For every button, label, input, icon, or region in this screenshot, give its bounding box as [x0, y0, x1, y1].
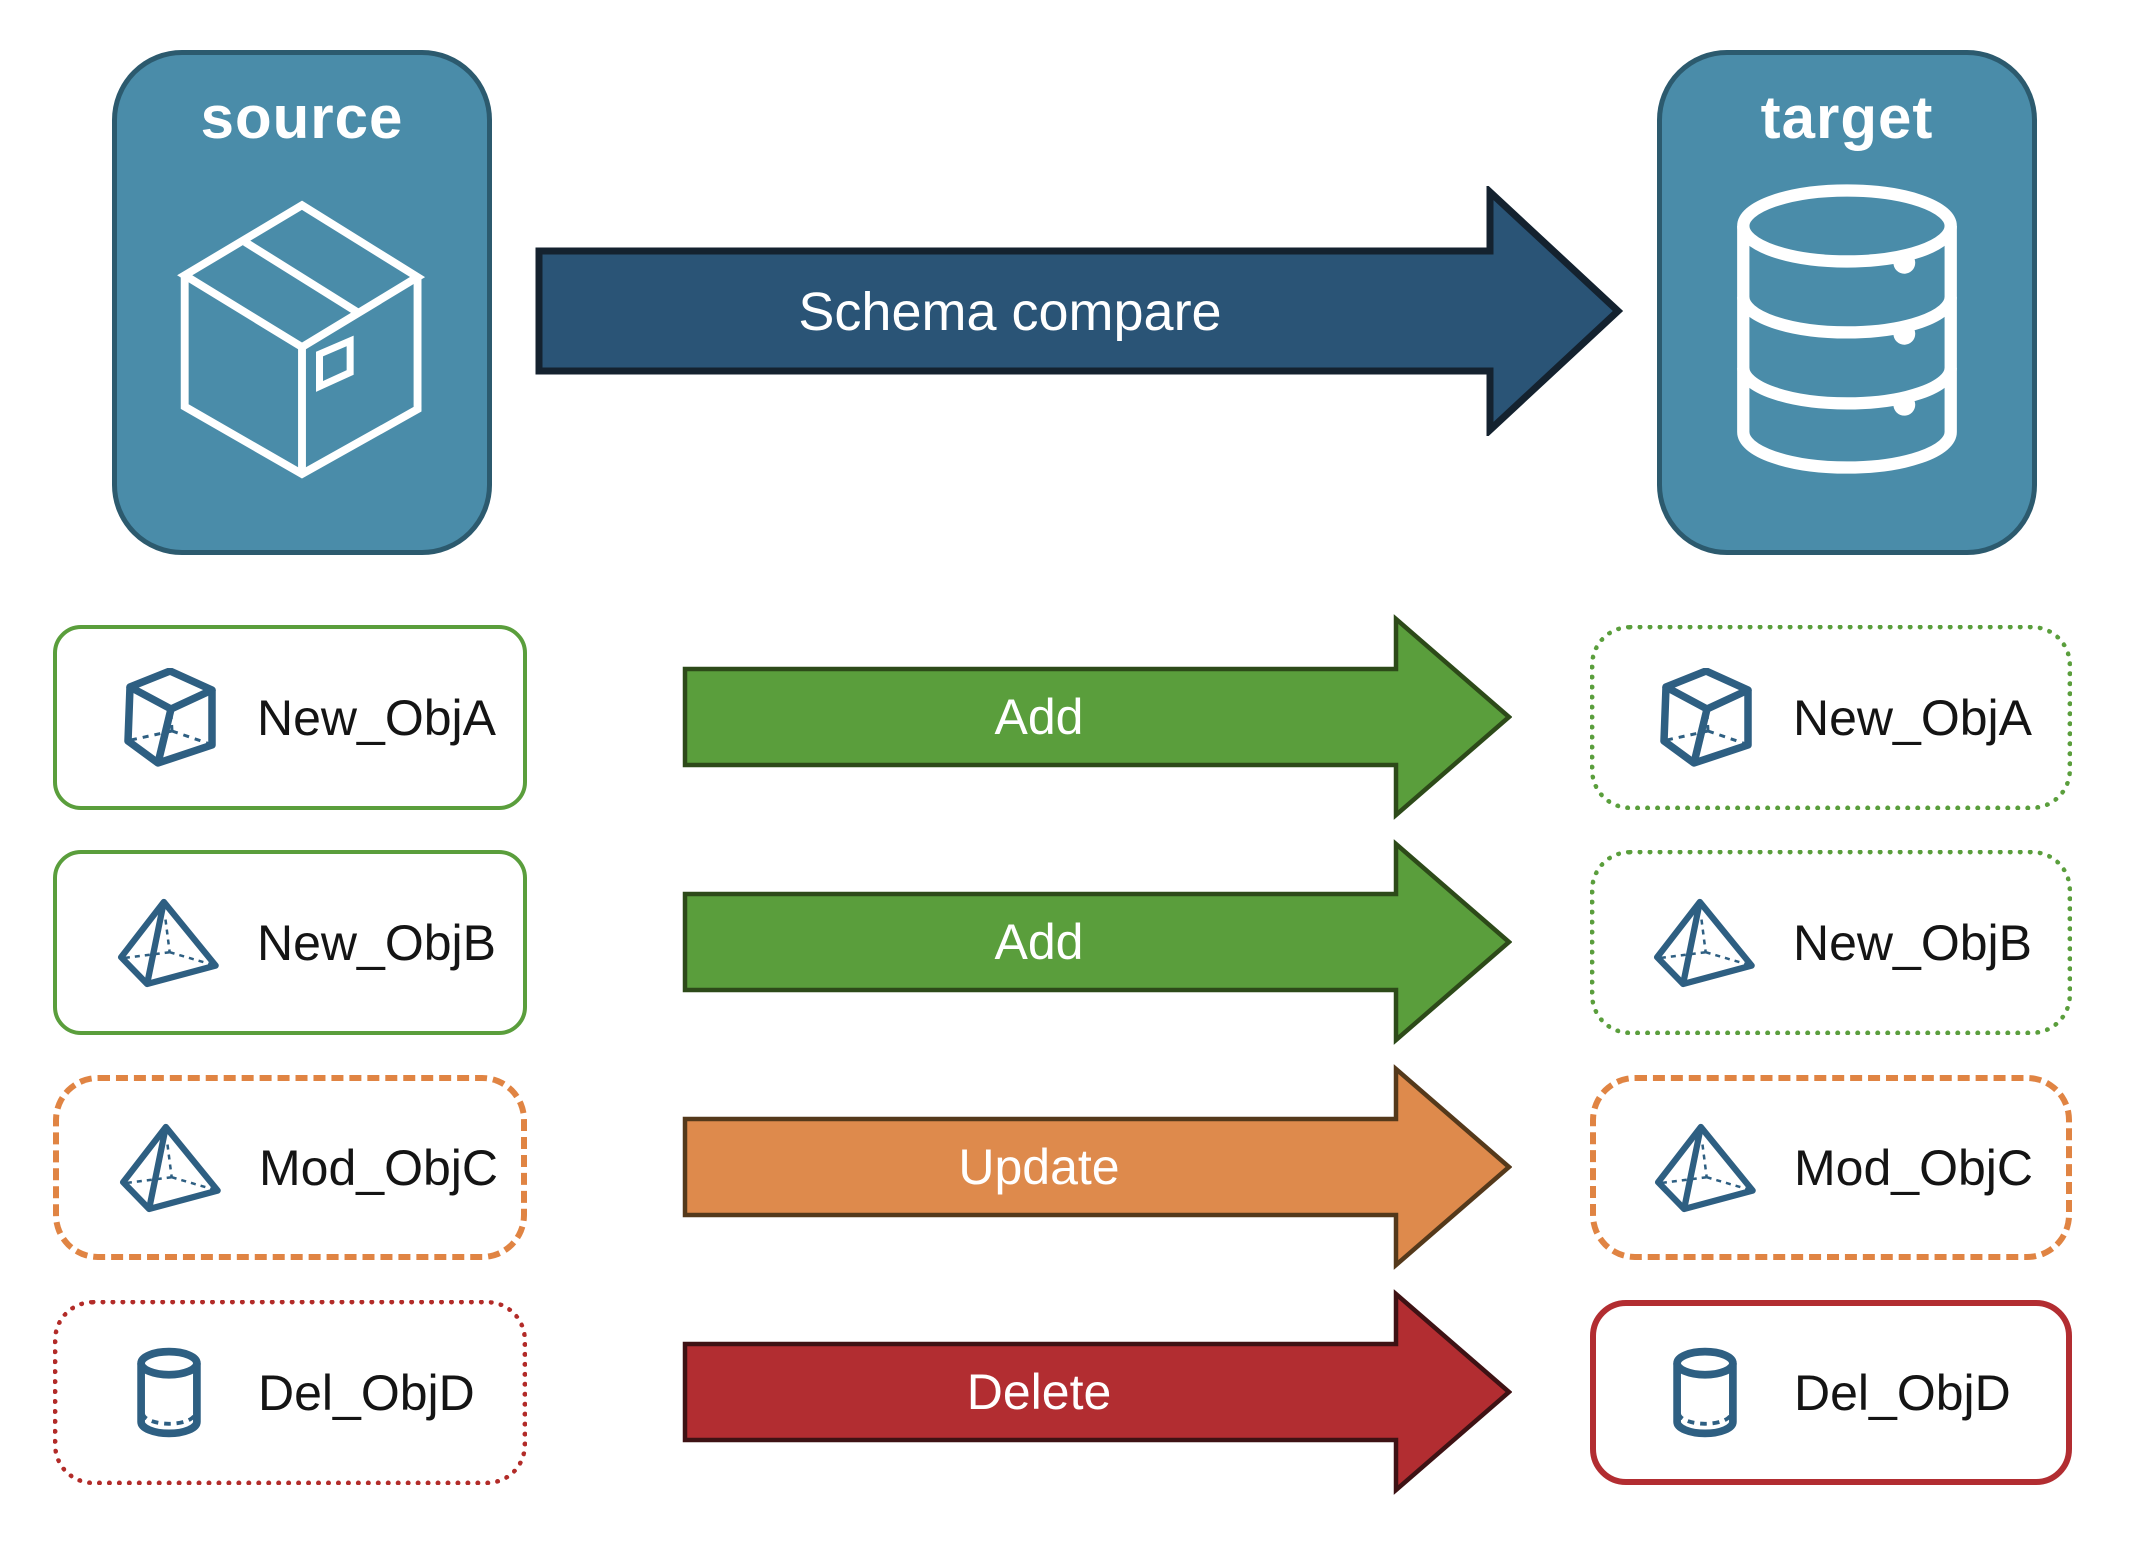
delete-arrow-label: Delete	[966, 1364, 1112, 1420]
source-object-del-objd: Del_ObjD	[53, 1300, 527, 1485]
schema-compare-label: Schema compare	[798, 282, 1222, 342]
target-node: target	[1657, 50, 2037, 555]
source-object-mod-objc: Mod_ObjC	[53, 1075, 527, 1260]
pyramid-icon	[1653, 893, 1755, 993]
delete-arrow	[682, 1289, 1512, 1495]
update-arrow	[682, 1064, 1512, 1270]
object-label: Del_ObjD	[1794, 1364, 2011, 1421]
object-label: New_ObjA	[257, 689, 496, 746]
object-label: Mod_ObjC	[259, 1139, 498, 1196]
pyramid-icon	[1654, 1118, 1756, 1218]
object-label: Del_ObjD	[258, 1364, 475, 1421]
cube-icon	[117, 668, 219, 768]
target-object-mod-objc: Mod_ObjC	[1590, 1075, 2072, 1260]
target-object-new-obja: New_ObjA	[1590, 625, 2072, 810]
cylinder-icon	[1654, 1343, 1756, 1443]
source-object-new-obja: New_ObjA	[53, 625, 527, 810]
cylinder-icon	[118, 1343, 220, 1443]
target-object-del-objd: Del_ObjD	[1590, 1300, 2072, 1485]
pyramid-icon	[119, 1118, 221, 1218]
update-arrow-label: Update	[958, 1139, 1120, 1195]
object-label: New_ObjB	[1793, 914, 2032, 971]
pyramid-icon	[117, 893, 219, 993]
cube-icon	[1653, 668, 1755, 768]
target-object-new-objb: New_ObjB	[1590, 850, 2072, 1035]
object-label: Mod_ObjC	[1794, 1139, 2033, 1196]
add-arrow-label: Add	[994, 914, 1084, 970]
add-arrow-label: Add	[994, 689, 1084, 745]
target-title: target	[1760, 84, 1934, 151]
schema-compare-arrow	[535, 186, 1624, 436]
database-icon	[1731, 179, 1963, 479]
add-arrow	[682, 614, 1512, 820]
object-label: New_ObjB	[257, 914, 496, 971]
package-icon	[166, 179, 438, 481]
source-object-new-objb: New_ObjB	[53, 850, 527, 1035]
source-node: source	[112, 50, 492, 555]
source-title: source	[200, 84, 404, 151]
add-arrow	[682, 839, 1512, 1045]
object-label: New_ObjA	[1793, 689, 2032, 746]
